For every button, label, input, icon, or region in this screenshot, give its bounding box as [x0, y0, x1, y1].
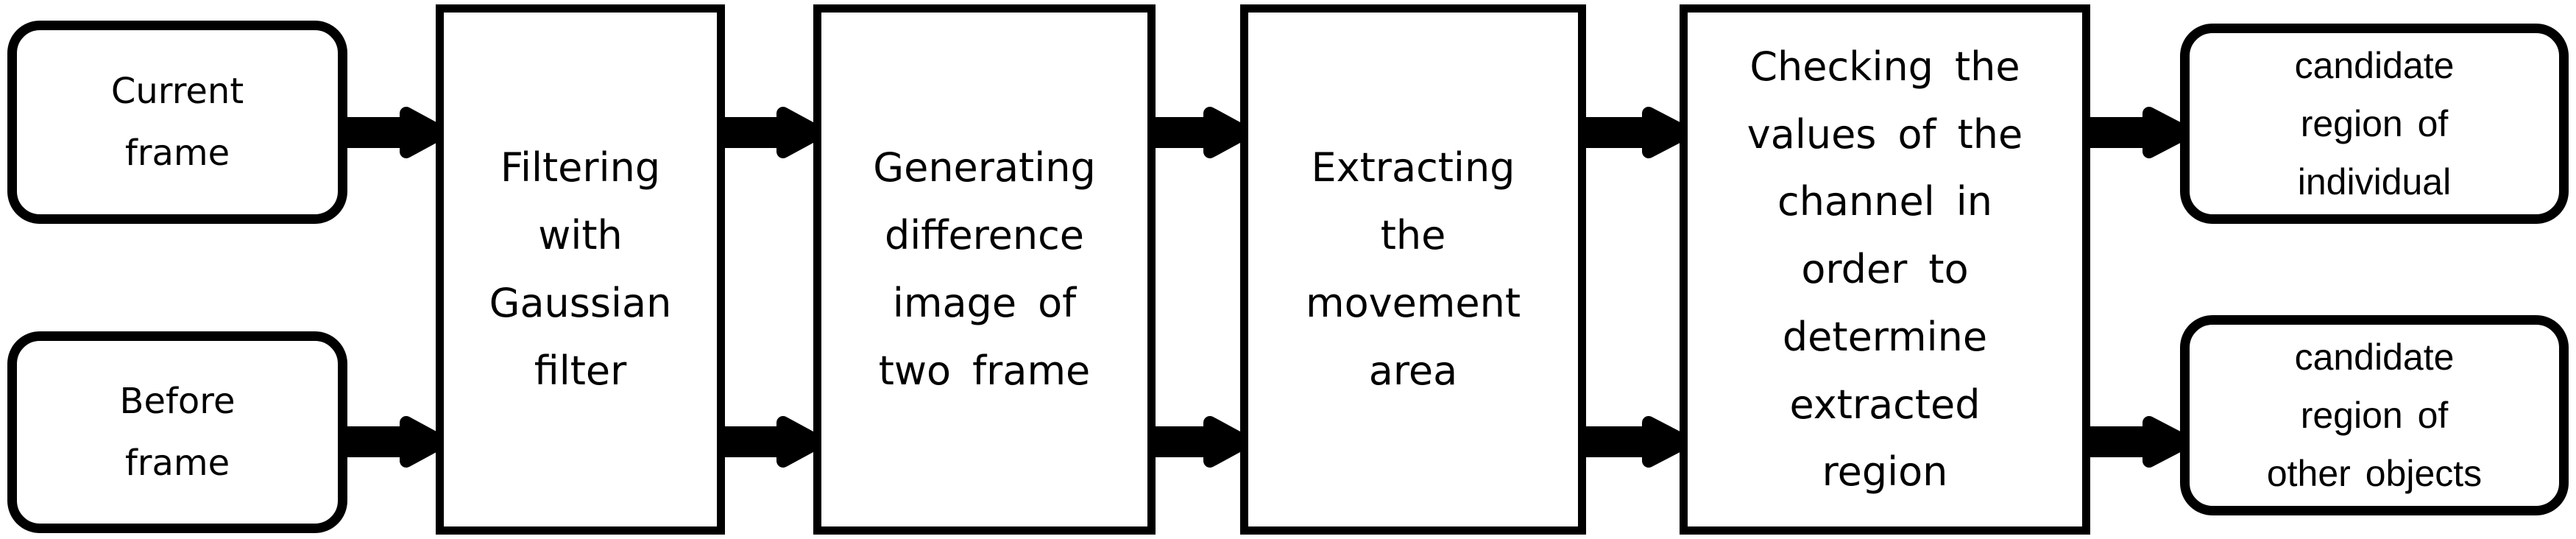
label-line: Extracting [1311, 144, 1515, 191]
node-movement-area-label: Extracting the movement area [1248, 134, 1578, 404]
label-line: extracted [1789, 381, 1981, 428]
label-line: order to [1801, 246, 1969, 293]
node-gaussian-filter: Filtering with Gaussian filter [436, 4, 725, 535]
arrow-movement-to-check-top [1581, 107, 1692, 158]
arrow-check-to-other [2084, 416, 2193, 468]
label-line: Gaussian [489, 280, 672, 326]
arrow-filter-to-difference-bottom [720, 416, 825, 468]
node-current-frame-label: Current frame [17, 60, 338, 184]
label-line: the [1380, 212, 1446, 259]
label-line: Generating [873, 144, 1096, 191]
label-line: area [1368, 347, 1458, 394]
node-difference-image: Generating difference image of two frame [813, 4, 1156, 535]
label-line: frame [124, 443, 230, 484]
label-line: Before [119, 381, 236, 422]
label-line: candidate [2294, 44, 2455, 86]
label-line: channel in [1777, 178, 1992, 225]
label-line: region of [2300, 394, 2449, 436]
node-candidate-other: candidate region of other objects [2180, 315, 2569, 515]
arrow-difference-to-movement-top [1150, 107, 1252, 158]
label-line: frame [124, 133, 230, 174]
label-line: image of [892, 280, 1077, 326]
label-line: individual [2297, 161, 2452, 202]
label-line: movement [1305, 280, 1521, 326]
label-line: candidate [2294, 336, 2455, 378]
label-line: region [1822, 448, 1948, 496]
node-gaussian-filter-label: Filtering with Gaussian filter [444, 134, 717, 404]
node-before-frame-label: Before frame [17, 370, 338, 494]
label-line: two frame [878, 347, 1091, 394]
label-line: other objects [2266, 452, 2483, 494]
label-line: Checking the [1749, 43, 2020, 90]
arrow-check-to-individual [2084, 107, 2193, 158]
node-movement-area: Extracting the movement area [1240, 4, 1586, 535]
node-channel-check: Checking the values of the channel in or… [1680, 4, 2090, 535]
label-line: values of the [1747, 110, 2023, 158]
node-current-frame: Current frame [7, 21, 347, 224]
arrow-movement-to-check-bottom [1581, 416, 1692, 468]
label-line: filter [534, 347, 627, 394]
label-line: difference [884, 212, 1085, 259]
node-before-frame: Before frame [7, 331, 347, 533]
node-candidate-other-label: candidate region of other objects [2190, 328, 2559, 503]
arrow-filter-to-difference-top [720, 107, 825, 158]
label-line: with [538, 212, 623, 259]
label-line: determine [1782, 313, 1988, 360]
node-difference-image-label: Generating difference image of two frame [821, 134, 1147, 404]
arrow-difference-to-movement-bottom [1150, 416, 1252, 468]
arrow-current-to-filter [342, 107, 448, 158]
node-channel-check-label: Checking the values of the channel in or… [1688, 33, 2082, 507]
label-line: Filtering [500, 144, 661, 191]
arrow-before-to-filter [342, 416, 448, 468]
label-line: region of [2300, 102, 2449, 144]
label-line: Current [110, 71, 244, 112]
node-candidate-individual: candidate region of individual [2180, 24, 2569, 224]
node-candidate-individual-label: candidate region of individual [2190, 37, 2559, 211]
